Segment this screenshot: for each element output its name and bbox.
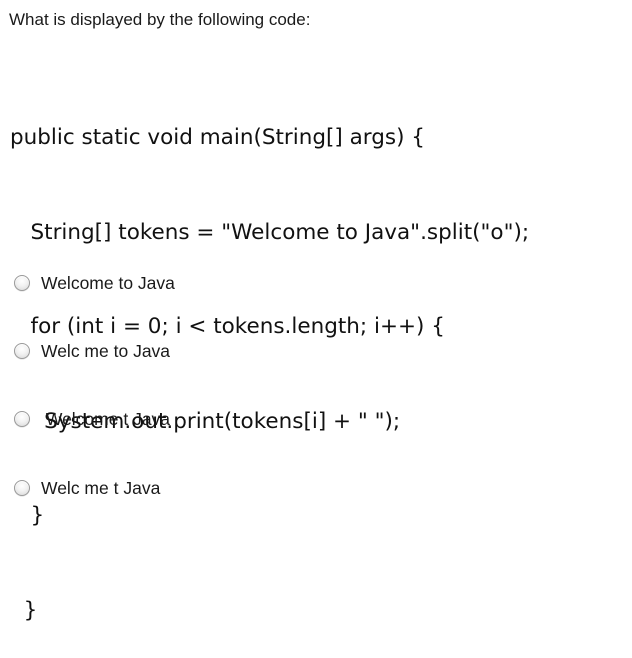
code-block: public static void main(String[] args) {… <box>10 59 529 658</box>
answer-option-3[interactable]: Welcome t Java <box>14 407 170 431</box>
radio-button[interactable] <box>14 275 30 291</box>
answer-option-label: Welc me t Java <box>41 477 161 498</box>
answer-option-2[interactable]: Welc me to Java <box>14 339 170 363</box>
code-line: String[] tokens = "Welcome to Java".spli… <box>10 219 530 245</box>
answer-option-1[interactable]: Welcome to Java <box>14 271 175 295</box>
code-line: System.out.print(tokens[i] + " "); <box>10 408 401 434</box>
radio-button[interactable] <box>14 411 30 427</box>
code-line: } <box>10 597 38 623</box>
question-prompt: What is displayed by the following code: <box>9 10 311 29</box>
code-line: for (int i = 0; i < tokens.length; i++) … <box>10 314 445 339</box>
radio-button[interactable] <box>14 343 30 359</box>
code-line: public static void main(String[] args) { <box>10 125 425 150</box>
answer-option-label: Welcome to Java <box>41 272 175 293</box>
answer-option-4[interactable]: Welc me t Java <box>14 476 160 500</box>
code-line: } <box>10 503 45 528</box>
answer-option-label: Welcome t Java <box>41 408 171 429</box>
answer-option-label: Welc me to Java <box>41 340 171 361</box>
radio-button[interactable] <box>14 480 30 496</box>
